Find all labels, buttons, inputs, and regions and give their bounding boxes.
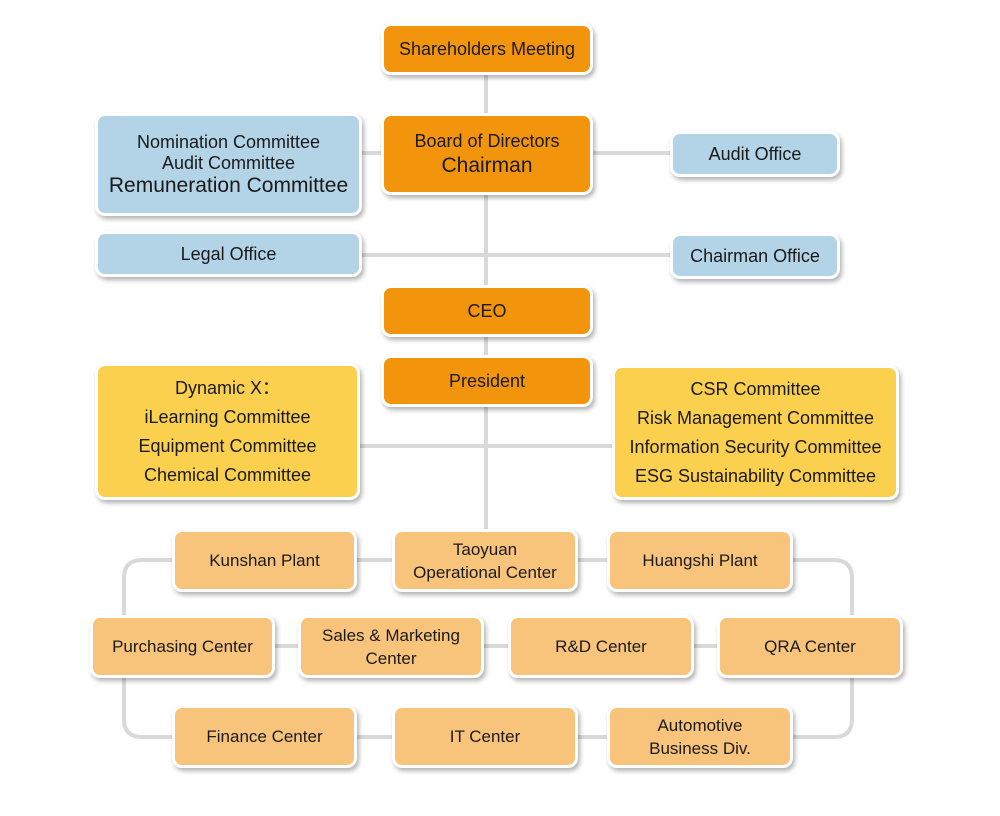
kunshan-plant-box: Kunshan Plant	[172, 529, 357, 592]
audit-committee-label: Audit Committee	[161, 152, 296, 173]
information-security-committee-label: Information Security Committee	[629, 436, 882, 457]
board-of-directors-label: Board of Directors	[414, 130, 560, 151]
dynamic-x-box: Dynamic X： iLearning Committee Equipment…	[95, 363, 360, 500]
sales-marketing-label: Sales & Marketing	[322, 625, 460, 645]
business-div-label: Business Div.	[649, 738, 751, 758]
president-label: President	[448, 370, 526, 391]
operational-center-label: Operational Center	[413, 562, 557, 582]
dynamic-x-label: Dynamic X：	[174, 377, 281, 398]
sales-marketing-center-box: Sales & Marketing Center	[298, 615, 484, 678]
it-center-box: IT Center	[392, 705, 578, 768]
purchasing-center-box: Purchasing Center	[90, 615, 275, 678]
automotive-business-div-box: Automotive Business Div.	[607, 705, 793, 768]
chairman-office-label: Chairman Office	[690, 245, 820, 266]
president-box: President	[381, 355, 593, 407]
chairman-label: Chairman	[441, 153, 533, 177]
kunshan-plant-label: Kunshan Plant	[209, 551, 320, 570]
csr-committee-label: CSR Committee	[690, 378, 821, 399]
it-center-label: IT Center	[449, 727, 521, 746]
taoyuan-label: Taoyuan	[452, 539, 518, 559]
remuneration-committee-label: Remuneration Committee	[108, 173, 349, 197]
shareholders-meeting-box: Shareholders Meeting	[381, 23, 593, 75]
chairman-office-box: Chairman Office	[670, 233, 840, 279]
purchasing-center-label: Purchasing Center	[112, 637, 253, 656]
taoyuan-operational-center-box: Taoyuan Operational Center	[392, 529, 578, 592]
board-committees-box: Nomination Committee Audit Committee Rem…	[95, 113, 362, 216]
huangshi-plant-box: Huangshi Plant	[607, 529, 793, 592]
rd-center-label: R&D Center	[555, 637, 647, 656]
legal-office-box: Legal Office	[95, 231, 362, 277]
ilearning-committee-label: iLearning Committee	[144, 406, 311, 427]
board-of-directors-box: Board of Directors Chairman	[381, 113, 593, 195]
shareholders-meeting-label: Shareholders Meeting	[398, 38, 576, 59]
equipment-committee-label: Equipment Committee	[138, 435, 317, 456]
qra-center-label: QRA Center	[764, 637, 856, 656]
audit-office-box: Audit Office	[670, 131, 840, 177]
ceo-box: CEO	[381, 285, 593, 337]
esg-sustainability-committee-label: ESG Sustainability Committee	[634, 465, 877, 486]
legal-office-label: Legal Office	[180, 243, 277, 264]
automotive-label: Automotive	[657, 715, 743, 735]
ceo-label: CEO	[467, 300, 507, 321]
sales-center-label: Center	[365, 648, 417, 668]
chemical-committee-label: Chemical Committee	[143, 464, 312, 485]
audit-office-label: Audit Office	[708, 143, 802, 164]
risk-management-committee-label: Risk Management Committee	[636, 407, 875, 428]
huangshi-plant-label: Huangshi Plant	[642, 551, 758, 570]
finance-center-label: Finance Center	[206, 727, 323, 746]
qra-center-box: QRA Center	[717, 615, 903, 678]
csr-committees-box: CSR Committee Risk Management Committee …	[612, 365, 899, 500]
finance-center-box: Finance Center	[172, 705, 357, 768]
rd-center-box: R&D Center	[508, 615, 694, 678]
nomination-committee-label: Nomination Committee	[136, 131, 321, 152]
